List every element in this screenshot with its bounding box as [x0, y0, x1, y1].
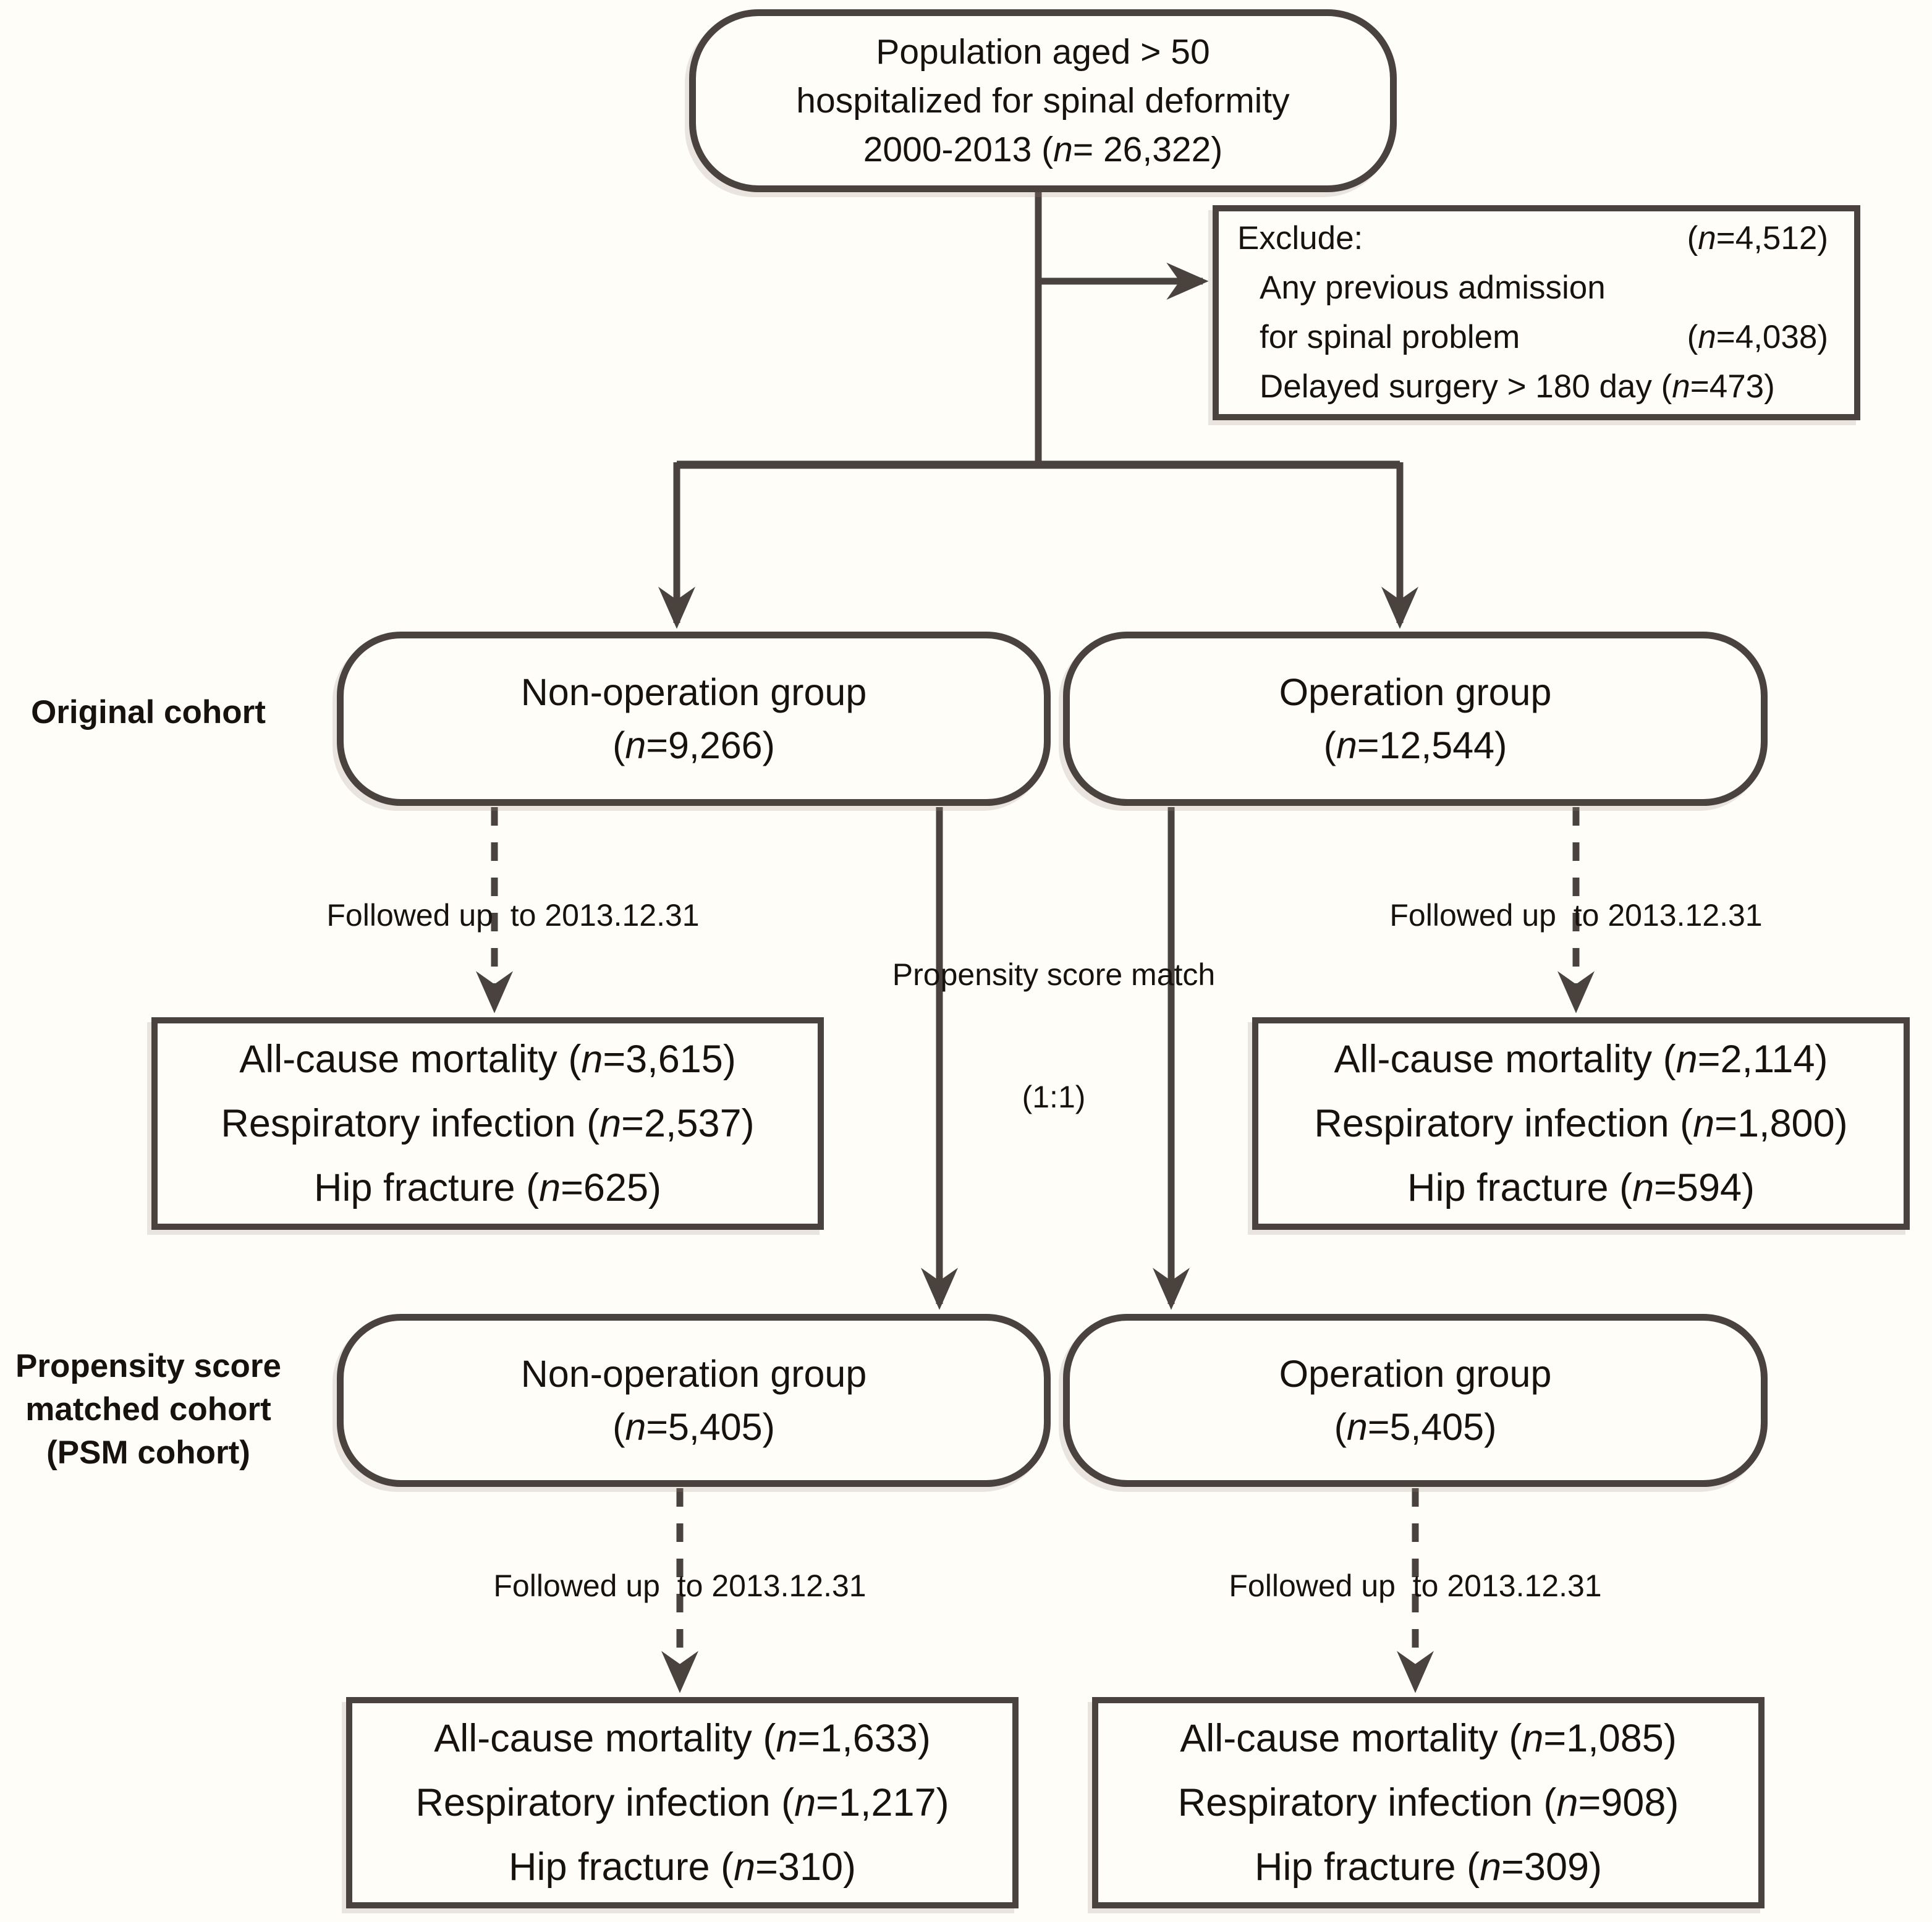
- exclude-reason: Delayed surgery > 180 day (n=473): [1260, 368, 1775, 405]
- outcome-line: Respiratory infection (n=1,800): [1314, 1102, 1848, 1145]
- psm-match-label: Propensity score match (1:1): [892, 957, 1216, 1114]
- outcome-line: Respiratory infection (n=2,537): [221, 1102, 755, 1145]
- population-line: hospitalized for spinal deformity: [796, 80, 1290, 121]
- exclude-row: Exclude: (n=4,512): [1237, 214, 1828, 263]
- population-line: 2000-2013 (n= 26,322): [863, 129, 1223, 169]
- orig-op-group-box: Operation group (n=12,544): [1063, 632, 1768, 806]
- outcome-line: All-cause mortality (n=1,633): [434, 1717, 931, 1760]
- followup-label-psm-nonop: Followed up to 2013.12.31: [493, 1569, 866, 1603]
- orig-nonop-group-box: Non-operation group (n=9,266): [337, 632, 1051, 806]
- exclude-row: for spinal problem (n=4,038): [1237, 313, 1828, 362]
- group-name: Operation group: [1279, 671, 1552, 713]
- exclude-reason: Any previous admission: [1260, 269, 1606, 306]
- outcome-line: All-cause mortality (n=2,114): [1334, 1038, 1828, 1081]
- outcome-line: All-cause mortality (n=3,615): [239, 1038, 736, 1081]
- orig-nonop-outcomes-box: All-cause mortality (n=3,615) Respirator…: [151, 1017, 824, 1230]
- population-box: Population aged > 50 hospitalized for sp…: [689, 9, 1397, 192]
- outcome-line: Hip fracture (n=310): [508, 1845, 857, 1889]
- exclude-count: (n=4,512): [1687, 220, 1828, 256]
- followup-label-orig-nonop: Followed up to 2013.12.31: [326, 898, 700, 933]
- exclude-label: Exclude:: [1237, 220, 1363, 256]
- population-line: Population aged > 50: [876, 32, 1210, 72]
- group-name: Operation group: [1279, 1353, 1552, 1395]
- exclude-row: Any previous admission: [1237, 263, 1828, 313]
- followup-label-psm-op: Followed up to 2013.12.31: [1229, 1569, 1602, 1603]
- psm-nonop-group-box: Non-operation group (n=5,405): [337, 1314, 1051, 1487]
- group-count: (n=12,544): [1323, 724, 1507, 766]
- psm-op-outcomes-box: All-cause mortality (n=1,085) Respirator…: [1092, 1697, 1765, 1908]
- outcome-line: Hip fracture (n=594): [1407, 1166, 1755, 1209]
- orig-op-outcomes-box: All-cause mortality (n=2,114) Respirator…: [1252, 1017, 1910, 1230]
- group-count: (n=5,405): [612, 1406, 775, 1448]
- exclude-row: Delayed surgery > 180 day (n=473): [1237, 362, 1828, 412]
- group-name: Non-operation group: [520, 671, 867, 713]
- exclude-box: Exclude: (n=4,512) Any previous admissio…: [1213, 205, 1860, 420]
- psm-op-group-box: Operation group (n=5,405): [1063, 1314, 1768, 1487]
- psm-nonop-outcomes-box: All-cause mortality (n=1,633) Respirator…: [346, 1697, 1019, 1908]
- group-count: (n=5,405): [1334, 1406, 1497, 1448]
- group-name: Non-operation group: [520, 1353, 867, 1395]
- group-count: (n=9,266): [612, 724, 775, 766]
- original-cohort-label: Original cohort: [31, 694, 266, 730]
- psm-cohort-label: Propensity score matched cohort (PSM coh…: [15, 1348, 282, 1471]
- outcome-line: All-cause mortality (n=1,085): [1180, 1717, 1677, 1760]
- outcome-line: Hip fracture (n=309): [1254, 1845, 1603, 1889]
- followup-label-orig-op: Followed up to 2013.12.31: [1389, 898, 1763, 933]
- exclude-count: (n=4,038): [1687, 319, 1828, 355]
- outcome-line: Respiratory infection (n=908): [1177, 1781, 1679, 1824]
- outcome-line: Hip fracture (n=625): [313, 1166, 662, 1209]
- exclude-reason: for spinal problem: [1260, 319, 1520, 355]
- outcome-line: Respiratory infection (n=1,217): [415, 1781, 949, 1824]
